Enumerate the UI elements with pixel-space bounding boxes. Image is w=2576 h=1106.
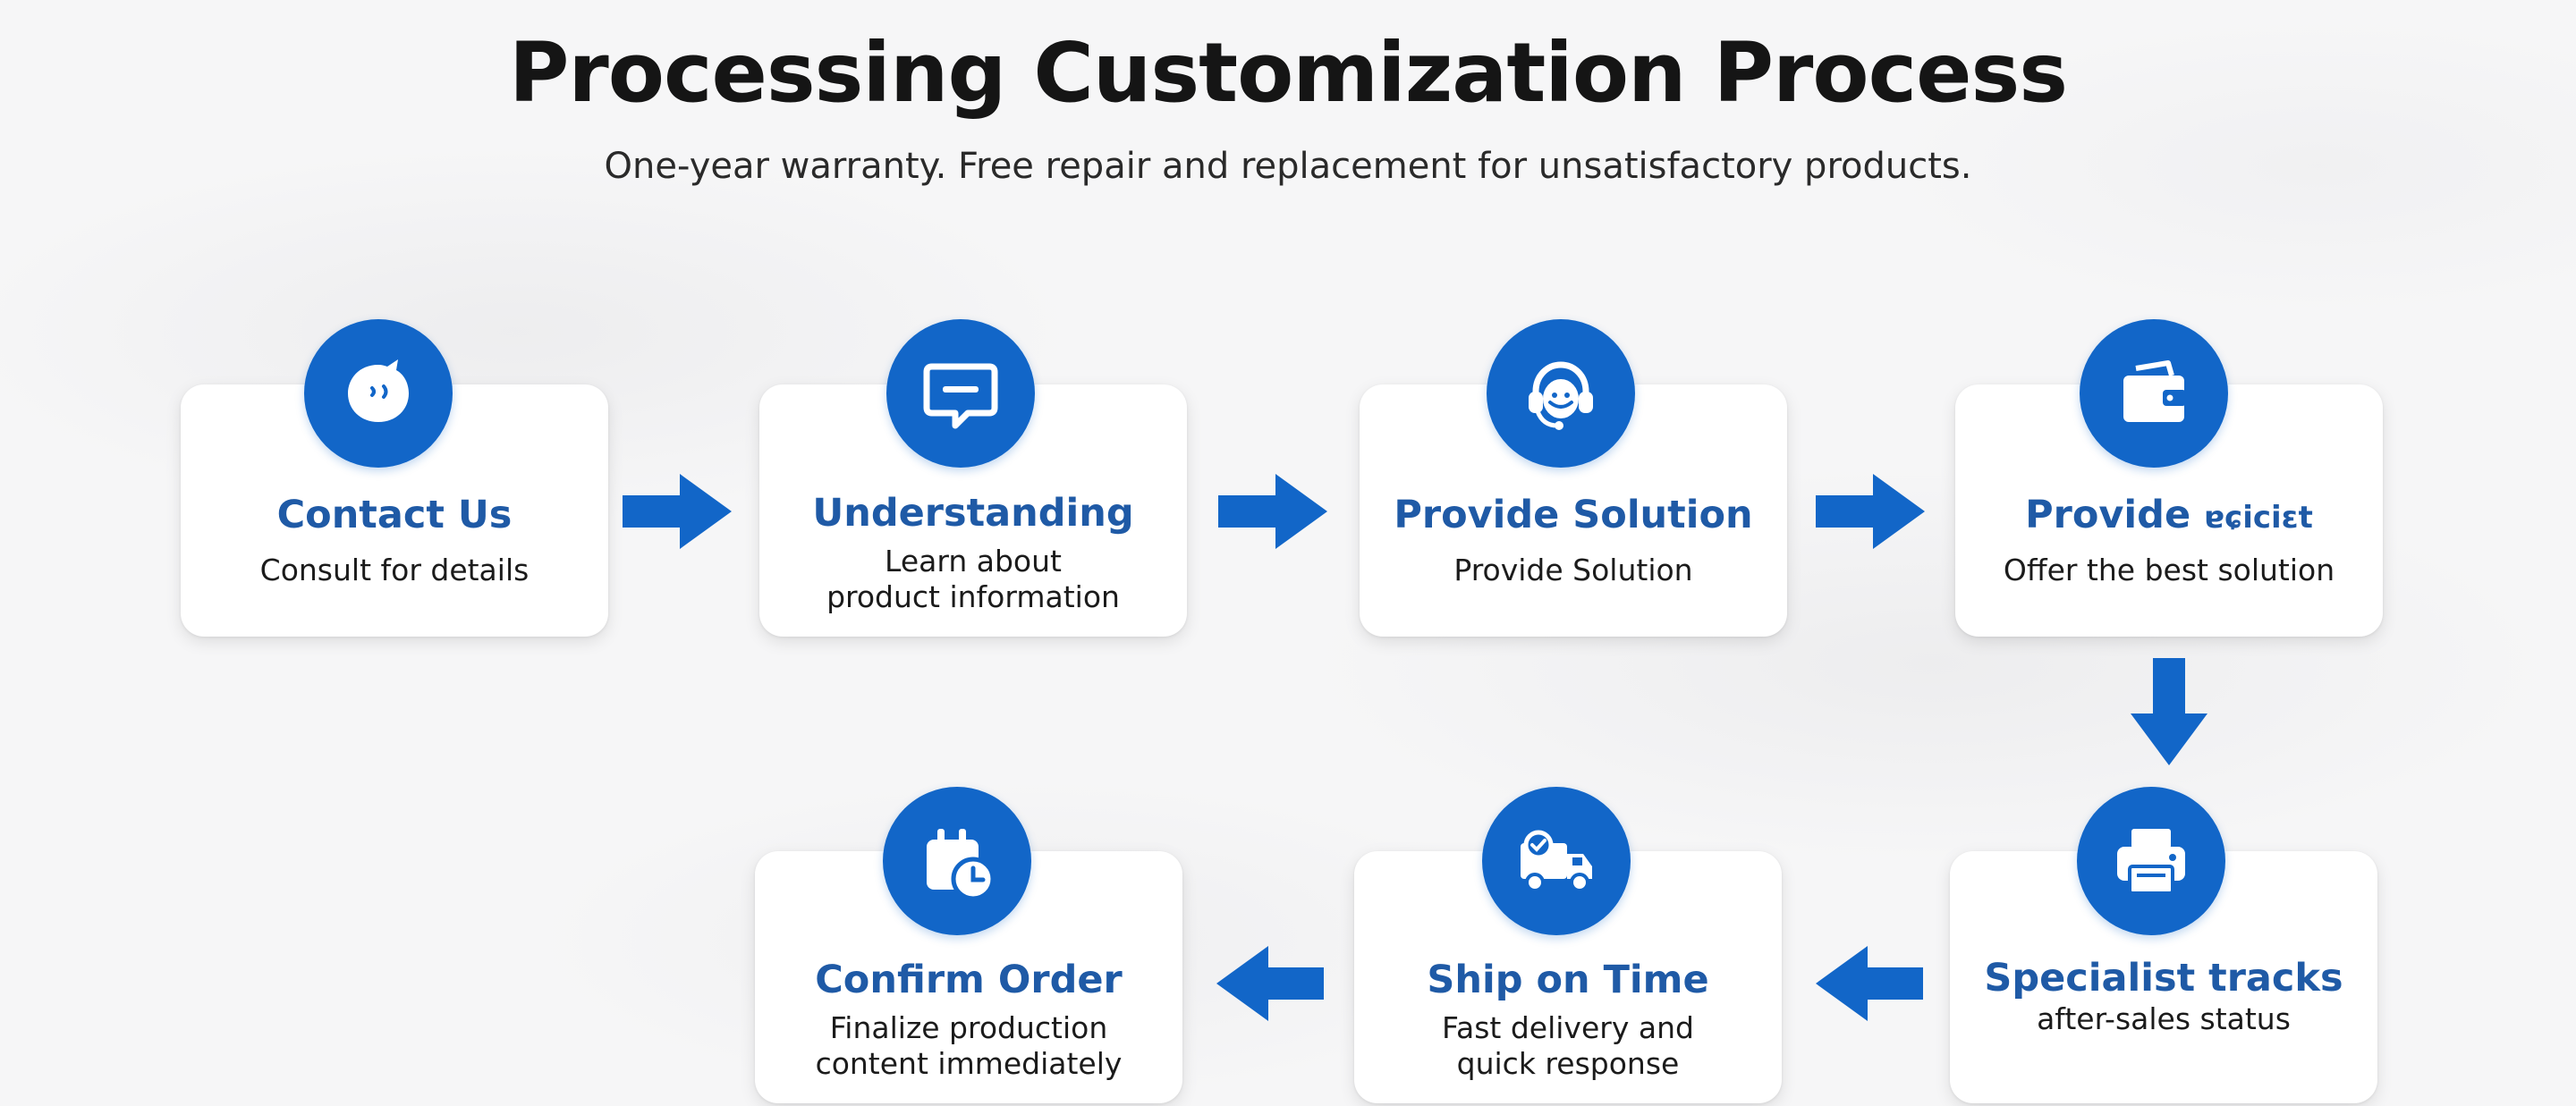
- chat-bubble-icon: [304, 319, 453, 468]
- step-card-provide-solution: Provide Solution Provide Solution: [1360, 384, 1787, 637]
- arrow-left-icon: [1216, 946, 1324, 1021]
- step-title: Ship on Time: [1427, 958, 1709, 1002]
- step-description: Consult for details: [259, 553, 530, 587]
- step-title: Provide ɐɕiciɛt: [1955, 492, 2383, 541]
- step-title: Confirm Order: [815, 958, 1123, 1002]
- step-title-main: Provide: [2025, 493, 2191, 537]
- step-description: Offer the best solution: [2003, 553, 2335, 587]
- step-card-provide-product: Provide ɐɕiciɛt Offer the best solution: [1955, 384, 2383, 637]
- step-description: after-sales status: [2037, 1001, 2291, 1036]
- step-title: Provide Solution: [1394, 493, 1753, 537]
- step-description: Finalize production content immediately: [815, 1010, 1123, 1081]
- step-description: Provide Solution: [1453, 553, 1693, 587]
- arrow-right-icon: [623, 474, 732, 549]
- step-description: Fast delivery and quick response: [1442, 1010, 1694, 1081]
- step-description: Learn about product information: [826, 544, 1120, 614]
- step-title: Contact Us: [276, 493, 513, 537]
- step-title: Understanding: [812, 491, 1134, 536]
- arrow-right-icon: [1218, 474, 1327, 549]
- arrow-right-icon: [1816, 474, 1925, 549]
- page-title: Processing Customization Process: [508, 25, 2068, 121]
- message-icon: [886, 319, 1035, 468]
- arrow-down-icon: [2131, 658, 2207, 765]
- step-card-ship-on-time: Ship on Time Fast delivery and quick res…: [1354, 851, 1782, 1103]
- delivery-truck-icon: [1482, 787, 1631, 935]
- wallet-icon: [2080, 319, 2228, 468]
- headset-support-icon: [1487, 319, 1635, 468]
- calendar-clock-icon: [883, 787, 1031, 935]
- page-subtitle: One-year warranty. Free repair and repla…: [604, 146, 1972, 187]
- step-title-garbled: ɐɕiciɛt: [2204, 500, 2313, 536]
- printer-icon: [2077, 787, 2225, 935]
- step-title: Specialist tracks: [1984, 956, 2343, 1000]
- arrow-left-icon: [1816, 946, 1923, 1021]
